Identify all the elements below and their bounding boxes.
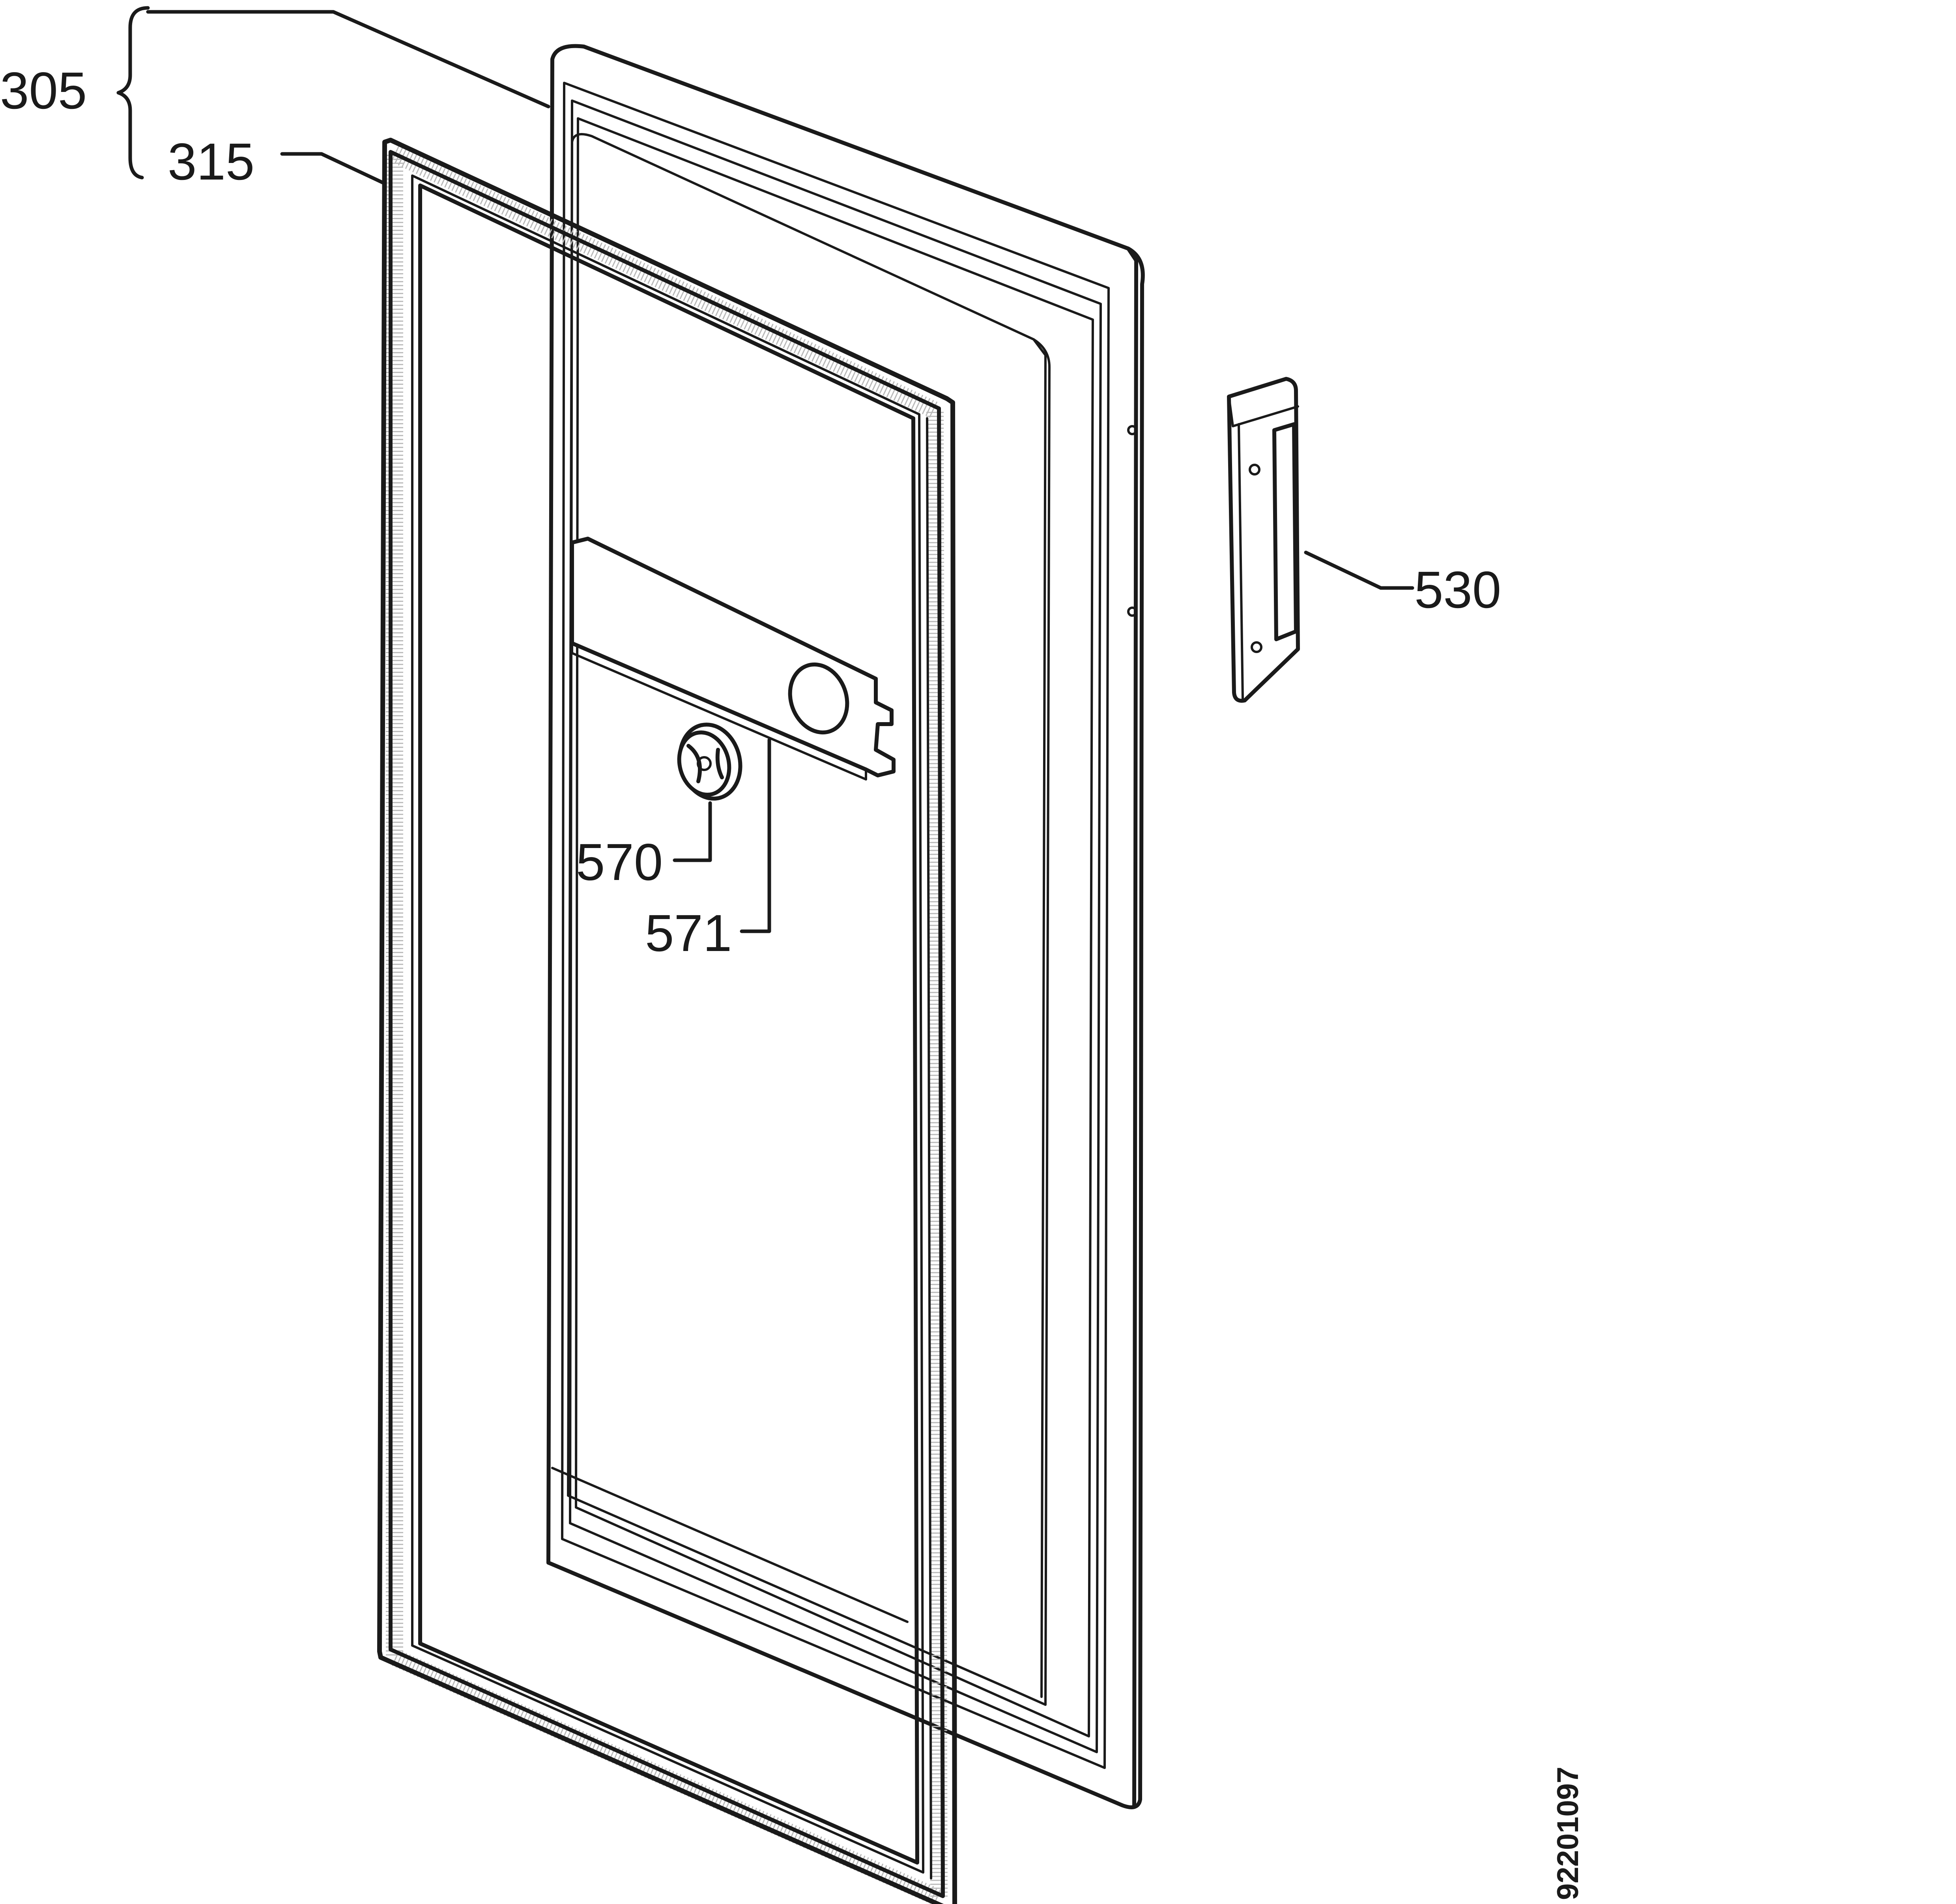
gasket-texture-band xyxy=(386,145,948,1904)
handle-screw-hole-top xyxy=(1249,464,1260,476)
handle-lip xyxy=(1228,395,1299,700)
door-liner-frame-1 xyxy=(561,82,1110,1769)
leader-305 xyxy=(146,10,550,109)
callout-315: 315 xyxy=(168,133,254,191)
drawing-code: 92201097 xyxy=(1551,1767,1585,1900)
door-inner-liner-edge xyxy=(1032,338,1047,1698)
leader-530 xyxy=(1304,550,1414,590)
handle-body xyxy=(1227,377,1300,703)
door-fixing-hole-2 xyxy=(1127,607,1137,617)
group-brace xyxy=(116,6,150,180)
handle-screw-hole-bottom xyxy=(1251,641,1262,653)
gasket-inner-lip-2 xyxy=(926,417,932,1880)
door-outer-shell xyxy=(546,44,1145,1809)
callout-571: 571 xyxy=(645,904,732,962)
door-liner-frame-2 xyxy=(569,99,1102,1753)
door-liner-frame-3 xyxy=(575,117,1094,1737)
door-gasket xyxy=(377,138,957,1904)
gasket-inner-lip-1 xyxy=(411,174,924,1874)
control-plate-side xyxy=(571,642,867,781)
leader-570 xyxy=(673,801,712,862)
door-handle xyxy=(1227,377,1300,703)
leader-315 xyxy=(280,152,387,185)
knob xyxy=(677,723,742,801)
control-plate-hole xyxy=(788,662,849,735)
knob-center xyxy=(697,756,712,771)
control-panel-plate xyxy=(570,537,896,781)
gasket-outer-lip xyxy=(389,150,945,1898)
door xyxy=(546,44,1145,1809)
door-side-edge xyxy=(1126,247,1138,1807)
gasket-inner-edge xyxy=(418,183,919,1865)
gasket-outer-edge xyxy=(377,138,957,1904)
handle-grip-slot xyxy=(1272,422,1298,641)
leader-571 xyxy=(740,738,771,933)
callout-305: 305 xyxy=(0,62,87,120)
door-fixing-hole-1 xyxy=(1127,425,1137,435)
callout-530: 530 xyxy=(1414,561,1501,619)
door-inner-recess xyxy=(551,1467,909,1623)
callout-570: 570 xyxy=(576,833,663,891)
